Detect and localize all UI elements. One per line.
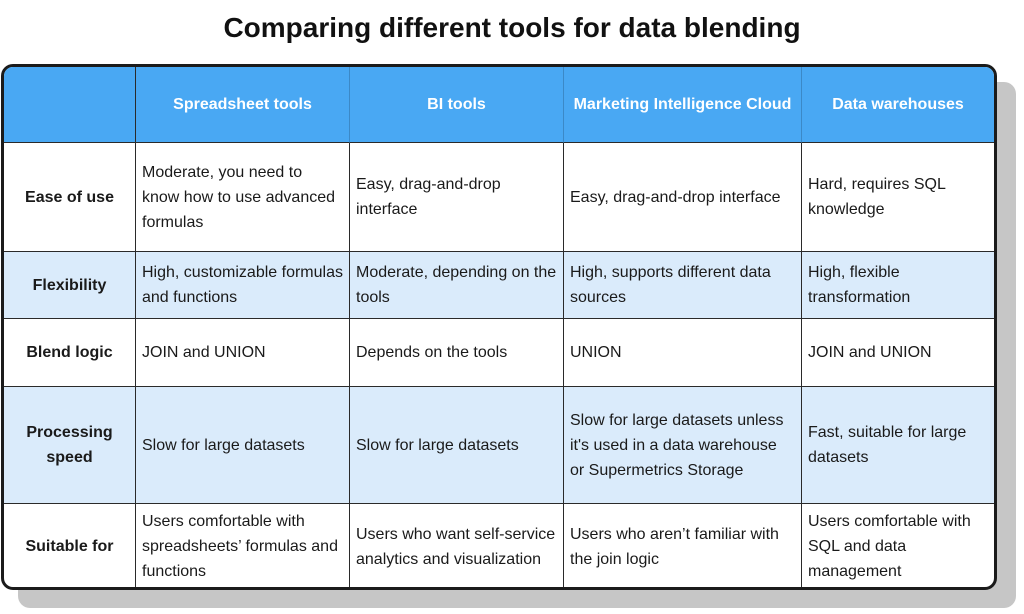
row-label-ease-of-use: Ease of use	[4, 143, 136, 252]
header-corner	[4, 67, 136, 143]
table-cell: Moderate, depending on the tools	[350, 252, 564, 319]
table-cell: High, customizable formulas and function…	[136, 252, 350, 319]
row-label-blend-logic: Blend logic	[4, 319, 136, 387]
table-cell: Slow for large datasets	[136, 387, 350, 504]
table-cell: High, flexible transformation	[802, 252, 994, 319]
table-cell: JOIN and UNION	[136, 319, 350, 387]
row-label-suitable-for: Suitable for	[4, 504, 136, 587]
row-label-flexibility: Flexibility	[4, 252, 136, 319]
page-title: Comparing different tools for data blend…	[223, 12, 801, 43]
table-cell: Hard, requires SQL knowledge	[802, 143, 994, 252]
table-cell: Users comfortable with SQL and data mana…	[808, 513, 971, 580]
table-cell: Depends on the tools	[350, 319, 564, 387]
row-label-processing-speed: Processing speed	[4, 387, 136, 504]
table-cell: UNION	[564, 319, 802, 387]
comparison-table: Spreadsheet tools BI tools Marketing Int…	[1, 64, 997, 590]
table-cell: Fast, suitable for large datasets	[802, 387, 994, 504]
table-cell: Slow for large datasets unless it's used…	[564, 387, 802, 504]
table-cell: JOIN and UNION	[802, 319, 994, 387]
header-bi-tools: BI tools	[350, 67, 564, 143]
table-cell: Easy, drag-and-drop interface	[564, 143, 802, 252]
table-cell: Users who want self-service analytics an…	[350, 504, 564, 587]
header-marketing-intelligence-cloud: Marketing Intelligence Cloud	[564, 67, 802, 143]
table-cell: Users comfortable with spreadsheets’ for…	[136, 504, 350, 587]
table-cell: Users who aren’t familiar with the join …	[564, 504, 802, 587]
header-data-warehouses: Data warehouses	[802, 67, 994, 143]
header-spreadsheet-tools: Spreadsheet tools	[136, 67, 350, 143]
table-cell: Moderate, you need to know how to use ad…	[136, 143, 350, 252]
table-cell: Slow for large datasets	[350, 387, 564, 504]
table-cell: Easy, drag-and-drop interface	[350, 143, 564, 252]
table-cell: High, supports different data sources	[564, 252, 802, 319]
